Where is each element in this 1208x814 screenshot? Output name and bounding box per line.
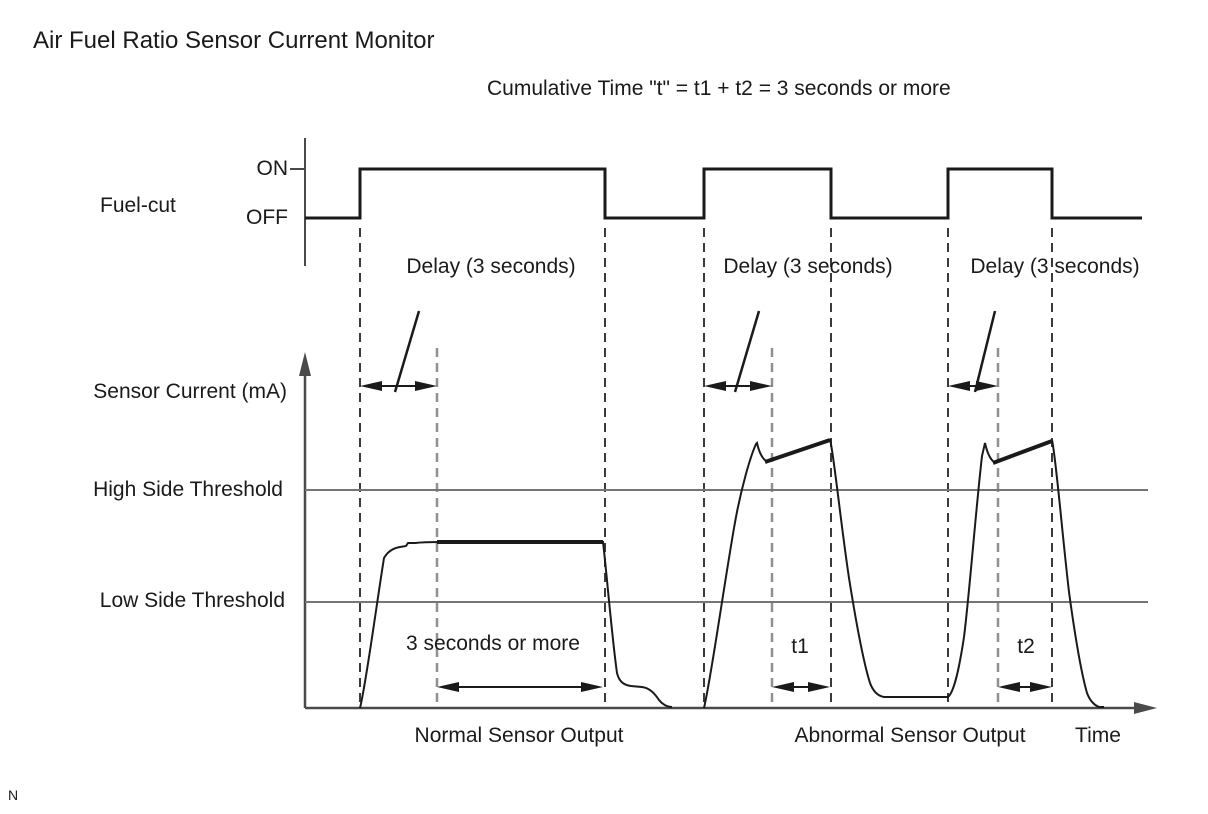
- t1-label: t1: [791, 635, 809, 658]
- off-label: OFF: [246, 206, 288, 229]
- sensor-current-axis-label: Sensor Current (mA): [93, 380, 287, 403]
- delay-label-2: Delay (3 seconds): [723, 255, 893, 278]
- diagram-subtitle: Cumulative Time "t" = t1 + t2 = 3 second…: [487, 77, 951, 100]
- delay-label-1: Delay (3 seconds): [406, 255, 576, 278]
- sensor-axes: [299, 352, 1157, 714]
- delay-label-3: Delay (3 seconds): [970, 255, 1140, 278]
- on-label: ON: [256, 157, 289, 180]
- threshold-lines: [305, 489, 1148, 603]
- time-axis-label: Time: [1075, 724, 1121, 747]
- duration-arrows: [437, 682, 1052, 692]
- abnormal-sensor-curve: [703, 438, 1104, 709]
- duration-label: 3 seconds or more: [406, 632, 580, 655]
- normal-output-label: Normal Sensor Output: [414, 724, 624, 747]
- t2-label: t2: [1017, 635, 1035, 658]
- delay-arrows: [360, 310, 998, 393]
- high-side-threshold-label: High Side Threshold: [93, 478, 283, 501]
- low-side-threshold-label: Low Side Threshold: [99, 589, 285, 612]
- guide-lines: [359, 228, 1053, 708]
- diagram-title: Air Fuel Ratio Sensor Current Monitor: [33, 27, 435, 54]
- abnormal-output-label: Abnormal Sensor Output: [794, 724, 1026, 747]
- fuel-cut-label: Fuel-cut: [100, 194, 176, 217]
- normal-sensor-curve: [359, 540, 673, 709]
- fuel-cut-signal: [290, 138, 1142, 266]
- page-footnote: N: [8, 787, 19, 803]
